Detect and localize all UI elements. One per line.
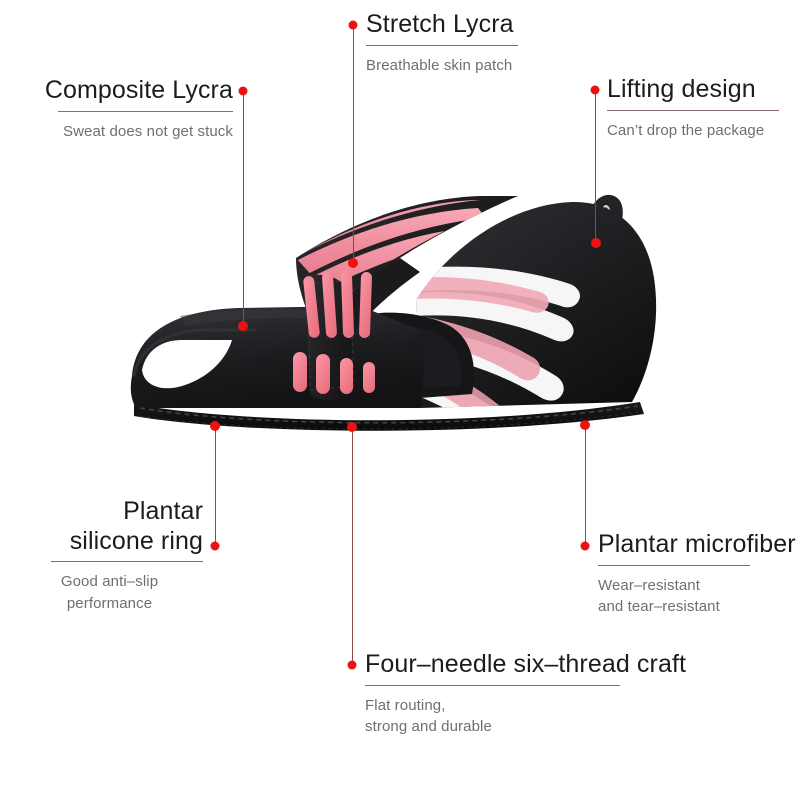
connector-stretch-lycra <box>352 26 354 263</box>
callout-dot-plantar-microfiber-label <box>580 541 590 551</box>
connector-plantar-microfiber <box>584 425 586 545</box>
callout-four-needle-six-thread-craft: Four–needle six–thread craft Flat routin… <box>365 650 695 738</box>
callout-subtitle-composite-lycra: Sweat does not get stuck <box>63 122 233 140</box>
shoe-sole <box>134 402 644 431</box>
callout-dot-four-needle-target <box>347 422 357 432</box>
connector-four-needle-six-thread-craft <box>351 427 353 665</box>
callout-dot-plantar-silicone-ring-label <box>210 541 220 551</box>
callout-stretch-lycra: Stretch Lycra Breathable skin patch <box>366 10 596 76</box>
callout-subtitle-stretch-lycra: Breathable skin patch <box>366 56 513 74</box>
callout-rule-four-needle-six-thread-craft <box>365 684 620 686</box>
callout-dot-composite-lycra-target <box>238 321 248 331</box>
callout-title-plantar-microfiber: Plantar microfiber <box>598 530 796 558</box>
callout-rule-stretch-lycra <box>366 44 518 46</box>
callout-dot-lifting-design-target <box>591 238 601 248</box>
callout-subtitle-four-needle-six-thread-craft: Flat routing, strong and durable <box>365 696 492 736</box>
callout-dot-lifting-design-label <box>590 85 600 95</box>
product-image-yoga-shoe <box>120 180 690 450</box>
callout-plantar-silicone-ring: Plantar silicone ring Good anti–slip per… <box>28 497 203 615</box>
callout-title-four-needle-six-thread-craft: Four–needle six–thread craft <box>365 650 687 678</box>
callout-lifting-design: Lifting design Can’t drop the package <box>607 75 800 141</box>
callout-rule-plantar-microfiber <box>598 564 750 566</box>
callout-dot-composite-lycra-label <box>238 86 248 96</box>
callout-title-lifting-design: Lifting design <box>607 75 756 103</box>
connector-plantar-silicone-ring <box>214 426 216 545</box>
callout-rule-composite-lycra <box>58 110 233 112</box>
callout-dot-four-needle-label <box>347 660 357 670</box>
sole-stitching <box>139 405 639 424</box>
silicone-grip-dashes <box>293 269 375 394</box>
callout-dot-plantar-microfiber-target <box>580 420 590 430</box>
connector-lifting-design <box>594 91 596 243</box>
connector-composite-lycra <box>242 92 244 326</box>
shoe-forefoot <box>130 306 424 408</box>
callout-title-composite-lycra: Composite Lycra <box>44 76 233 104</box>
callout-dot-stretch-lycra-target <box>348 258 358 268</box>
callout-title-plantar-silicone-ring: Plantar silicone ring <box>69 497 203 555</box>
callout-dot-plantar-silicone-ring-target <box>210 421 220 431</box>
callout-composite-lycra: Composite Lycra Sweat does not get stuck <box>18 76 233 142</box>
callout-dot-stretch-lycra-label <box>348 20 358 30</box>
callout-title-stretch-lycra: Stretch Lycra <box>366 10 514 38</box>
callout-subtitle-plantar-silicone-ring: Good anti–slip performance <box>60 573 159 612</box>
callout-subtitle-lifting-design: Can’t drop the package <box>607 121 765 139</box>
callout-rule-plantar-silicone-ring <box>51 561 203 562</box>
callout-plantar-microfiber: Plantar microfiber Wear–resistant and te… <box>598 530 798 618</box>
callout-rule-lifting-design <box>607 109 779 111</box>
callout-subtitle-plantar-microfiber: Wear–resistant and tear–resistant <box>598 576 720 616</box>
